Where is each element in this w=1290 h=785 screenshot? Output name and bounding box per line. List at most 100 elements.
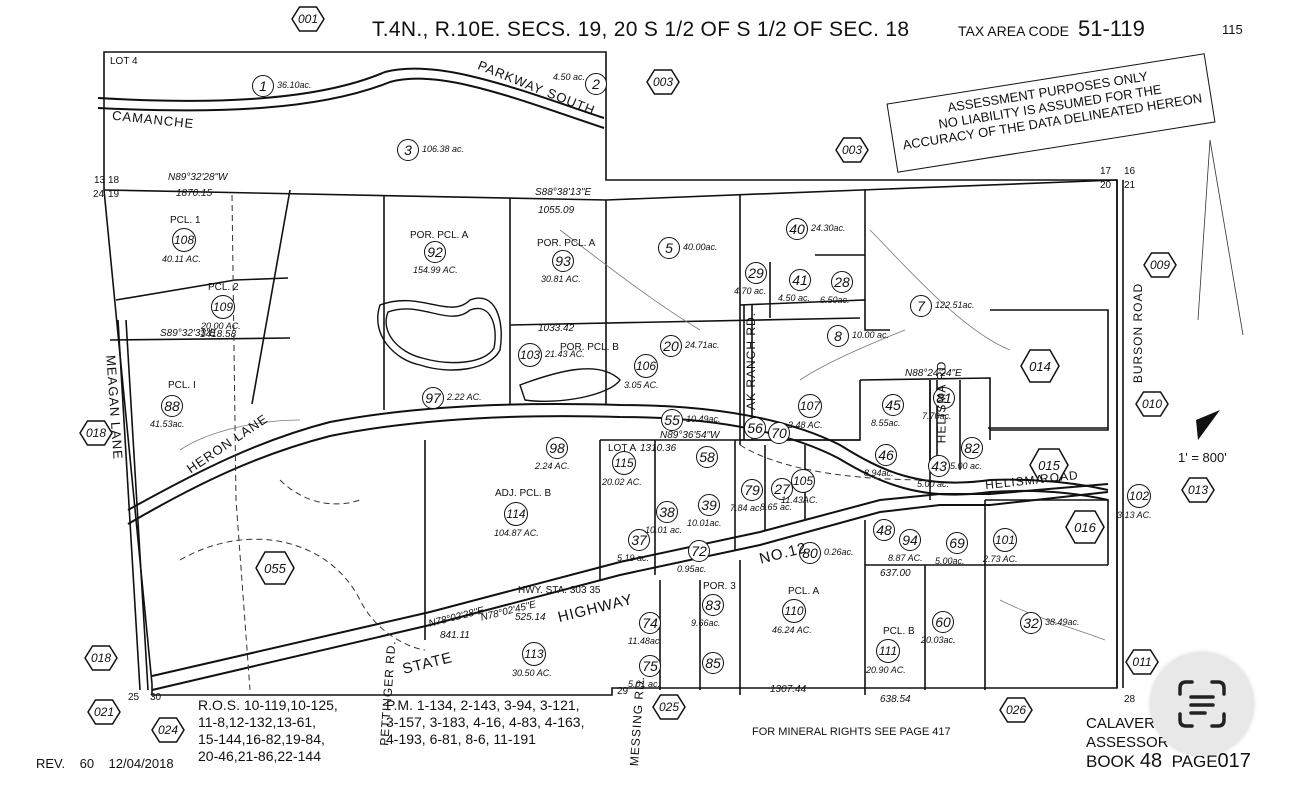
parcel-93: 93 bbox=[552, 250, 574, 272]
parcel-number: 97 bbox=[425, 390, 441, 406]
parcel-number: 93 bbox=[555, 253, 571, 269]
adjacent-page-hexagon: 055 bbox=[255, 551, 295, 585]
dimension: 1418.58 bbox=[200, 329, 237, 340]
text-scan-button[interactable] bbox=[1150, 652, 1254, 756]
parcel-7: 7 bbox=[910, 295, 932, 317]
parcel-number: 28 bbox=[834, 274, 850, 290]
parcel-acreage: 8.65 ac. bbox=[760, 502, 793, 512]
parcel-number: 74 bbox=[642, 615, 658, 631]
parcel-number: 43 bbox=[931, 458, 947, 474]
text-scan-icon bbox=[1178, 680, 1226, 728]
parcel-acreage: 5.01 ac. bbox=[628, 679, 661, 689]
parcel-72: 72 bbox=[688, 540, 710, 562]
dimension: 638.54 bbox=[880, 694, 911, 705]
adjacent-page-number: 013 bbox=[1187, 483, 1209, 497]
parcel-number: 114 bbox=[506, 507, 526, 521]
parcel-acreage: 9.66ac. bbox=[691, 618, 721, 628]
revision-date: 12/04/2018 bbox=[108, 756, 174, 771]
parcel-41: 41 bbox=[789, 269, 811, 291]
parcel-number: 69 bbox=[949, 535, 965, 551]
parcel-85: 85 bbox=[702, 652, 724, 674]
dimension: 1307.44 bbox=[770, 684, 807, 695]
adjacent-page-hexagon: 018 bbox=[79, 420, 113, 446]
parcel-acreage: 21.43 AC. bbox=[545, 349, 585, 359]
parcel-60: 60 bbox=[932, 611, 954, 633]
parcel-number: 2 bbox=[592, 76, 600, 92]
parcel-acreage: 7.70ac. bbox=[922, 411, 952, 421]
parcel-acreage: 5.00 ac. bbox=[950, 461, 983, 471]
adjacent-page-number: 018 bbox=[90, 651, 112, 665]
parcel-number: 46 bbox=[878, 447, 894, 463]
creek-line bbox=[279, 479, 361, 505]
parcel-number: 20 bbox=[663, 338, 679, 354]
parcel-acreage: 10.01ac. bbox=[687, 518, 722, 528]
parcel-114: 114 bbox=[504, 502, 528, 526]
parcel-number: 108 bbox=[173, 233, 195, 247]
parcel-88: 88 bbox=[161, 395, 183, 417]
parcel-number: 56 bbox=[747, 420, 763, 436]
pcl-label: LOT A bbox=[608, 443, 637, 454]
pcl-label: PCL. B bbox=[883, 626, 915, 637]
terrain-line bbox=[869, 229, 1011, 351]
section-corner: 16 bbox=[1124, 166, 1136, 177]
parcel-82: 82 bbox=[961, 437, 983, 459]
pcl-label: PCL. 2 bbox=[208, 282, 239, 293]
parcel-number: 27 bbox=[774, 481, 790, 497]
parcel-acreage: 6.50ac. bbox=[820, 295, 850, 305]
section-corner: 13 bbox=[94, 175, 106, 186]
parcel-number: 5 bbox=[665, 240, 673, 256]
parcel-acreage: 10.01 ac. bbox=[645, 525, 683, 535]
parcel-acreage: 3.13 AC. bbox=[1117, 510, 1152, 520]
tax-area-code: 51-119 bbox=[1078, 16, 1145, 41]
bearing: S88°38'13"E bbox=[535, 187, 592, 198]
adjacent-page-number: 011 bbox=[1132, 655, 1152, 669]
parcel-acreage: 4.50 ac. bbox=[778, 293, 811, 303]
parcel-98: 98 bbox=[546, 437, 568, 459]
tax-area-label: TAX AREA CODE bbox=[958, 23, 1069, 39]
scale-label: 1' = 800' bbox=[1178, 450, 1227, 465]
parcel-acreage: 41.53ac. bbox=[150, 419, 185, 429]
parcel-number: 94 bbox=[902, 532, 918, 548]
adjacent-page-hexagon: 016 bbox=[1065, 510, 1105, 544]
pcl-label: POR. PCL. B bbox=[560, 342, 619, 353]
bearing: N88°24'24"E bbox=[905, 368, 962, 379]
county-assessor: CALAVER ASSESSOR bbox=[1086, 715, 1169, 751]
adjacent-page-number: 015 bbox=[1038, 457, 1060, 473]
adjacent-page-number: 021 bbox=[93, 705, 115, 719]
creek-line bbox=[739, 444, 931, 481]
dimension: 1870.15 bbox=[176, 188, 213, 199]
parcel-acreage: 7.84 ac. bbox=[730, 503, 763, 513]
adjacent-page-hexagon: 010 bbox=[1135, 391, 1169, 417]
north-arrow bbox=[1196, 139, 1244, 440]
parcel-acreage: 4.50 ac. bbox=[553, 72, 586, 82]
parcel-line bbox=[109, 337, 291, 341]
pcl-label: POR. 3 bbox=[703, 581, 736, 592]
adjacent-page-number: 025 bbox=[658, 700, 680, 714]
lot4-label: LOT 4 bbox=[110, 56, 138, 67]
parcel-108: 108 bbox=[172, 228, 196, 252]
parcel-58: 58 bbox=[696, 446, 718, 468]
parcel-number: 88 bbox=[164, 398, 180, 414]
parcel-acreage: 2.22 AC. bbox=[447, 392, 482, 402]
revision-label: REV. bbox=[36, 756, 66, 771]
camanche-parkway bbox=[97, 67, 605, 119]
parcel-line bbox=[509, 317, 861, 326]
parcel-line bbox=[115, 277, 289, 301]
parcel-number: 29 bbox=[748, 265, 764, 281]
hwy-station: HWY. STA. 303 35 bbox=[518, 585, 601, 596]
section-corner: 28 bbox=[1124, 694, 1136, 705]
parcel-acreage: 0.26ac. bbox=[824, 547, 854, 557]
parcel-number: 60 bbox=[935, 614, 951, 630]
parcel-number: 83 bbox=[705, 597, 721, 613]
parcel-acreage: 30.50 AC. bbox=[512, 668, 552, 678]
parcel-line bbox=[859, 377, 991, 440]
parcel-75: 75 bbox=[639, 655, 661, 677]
parcel-acreage: 46.24 AC. bbox=[772, 625, 812, 635]
dimension: 637.00 bbox=[880, 568, 911, 579]
parcel-109: 109 bbox=[211, 295, 235, 319]
parcel-acreage: 24.30ac. bbox=[811, 223, 846, 233]
parcel-number: 40 bbox=[789, 221, 805, 237]
pcl-label: PCL. I bbox=[168, 380, 196, 391]
parcel-acreage: 5.00 ac. bbox=[917, 479, 950, 489]
page-label: PAGE bbox=[1171, 752, 1218, 771]
